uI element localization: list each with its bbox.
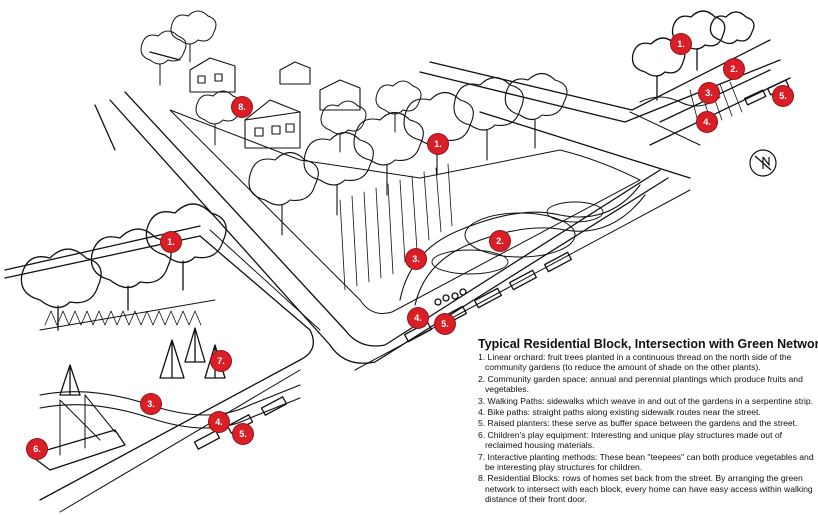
marker-raised-planters: 5.: [435, 314, 455, 334]
legend-list: 1. Linear orchard: fruit trees planted i…: [478, 352, 814, 505]
legend-item: 8. Residential Blocks: rows of homes set…: [478, 473, 813, 505]
marker-linear-orchard: 1.: [161, 232, 181, 252]
marker-raised-planters: 5.: [773, 86, 793, 106]
legend-item: 2. Community garden space: annual and pe…: [478, 373, 803, 395]
central-block: [94, 10, 691, 371]
marker-interactive-planting: 7.: [211, 351, 231, 371]
marker-walking-path: 3.: [699, 83, 719, 103]
marker-residential-blocks: 8.: [232, 97, 252, 117]
marker-linear-orchard: 1.: [428, 134, 448, 154]
marker-play-equipment: 6.: [27, 439, 47, 459]
legend: Typical Residential Block, Intersection …: [478, 337, 818, 506]
lower-left-block: [4, 203, 321, 513]
legend-item: 7. Interactive planting methods: These b…: [478, 451, 814, 473]
legend-title: Typical Residential Block, Intersection …: [478, 337, 818, 351]
legend-item: 5. Raised planters: these serve as buffe…: [478, 418, 798, 429]
marker-bike-path: 4.: [697, 112, 717, 132]
marker-linear-orchard: 1.: [671, 34, 691, 54]
marker-walking-path: 3.: [406, 249, 426, 269]
marker-bike-path: 4.: [408, 308, 428, 328]
marker-walking-path: 3.: [141, 394, 161, 414]
legend-item: 1. Linear orchard: fruit trees planted i…: [478, 352, 792, 373]
marker-bike-path: 4.: [209, 412, 229, 432]
legend-item: 3. Walking Paths: sidewalks which weave …: [478, 395, 814, 406]
north-arrow-icon: [749, 149, 777, 177]
marker-community-garden: 2.: [724, 59, 744, 79]
marker-community-garden: 2.: [490, 231, 510, 251]
legend-item: 6. Children's play equipment: Interestin…: [478, 429, 783, 451]
legend-item: 4. Bike paths: straight paths along exis…: [478, 407, 761, 418]
marker-raised-planters: 5.: [233, 424, 253, 444]
